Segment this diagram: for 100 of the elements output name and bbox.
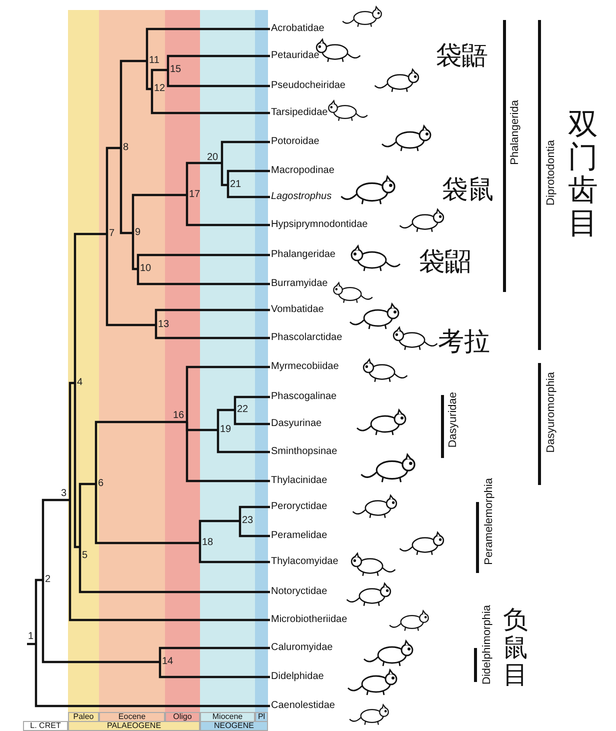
clade-name: Didelphimorphia (481, 605, 493, 684)
node-number: 10 (140, 263, 152, 274)
tree-branch (216, 408, 235, 430)
taxon-label: Thylacinidae (271, 475, 328, 487)
tree-branch (154, 325, 270, 340)
taxon-label: Phalangeridae (271, 249, 336, 261)
chinese-name: 袋鼠 (442, 176, 494, 205)
taxon-label: Burramyidae (271, 278, 328, 290)
node-number: 7 (109, 228, 115, 239)
time-scale-cell: Oligo (165, 712, 200, 722)
tree-branch (158, 646, 270, 662)
taxon-label: Sminthopsinae (271, 446, 338, 458)
node-number: 4 (77, 377, 83, 388)
taxon-label: Notoryctidae (271, 586, 328, 598)
node-number: 22 (237, 404, 248, 415)
tree-branch (150, 68, 168, 89)
taxon-label: Peroryctidae (271, 501, 328, 513)
tree-branch (186, 195, 270, 226)
node-number: 23 (242, 515, 254, 526)
tree-branch (78, 547, 270, 594)
tree-branch (234, 410, 270, 426)
tree-branch (78, 482, 96, 547)
taxon-label: Acrobatidae (271, 23, 324, 35)
chinese-order-name: 负鼠目 (503, 606, 528, 688)
node-number: 6 (98, 478, 104, 489)
tree-branch (136, 269, 270, 286)
node-number: 17 (189, 189, 200, 200)
tree-branch (106, 146, 121, 234)
clade-name: Dasyuromorphia (545, 372, 557, 453)
time-scale-cell: Pl (255, 712, 268, 722)
node-number: 15 (170, 64, 182, 75)
chinese-name: 袋鼯 (436, 42, 488, 71)
node-number: 14 (162, 656, 174, 667)
node-number: 20 (207, 152, 218, 163)
tree-branch (132, 194, 187, 233)
taxon-label: Tarsipedidae (271, 107, 328, 119)
tree-branch (186, 422, 270, 482)
tree-branch (186, 162, 222, 195)
tree-branch (106, 234, 156, 326)
tree-branch (234, 396, 270, 410)
time-scale-cell: NEOGENE (200, 721, 268, 731)
tree-branch (94, 420, 187, 484)
tree-branch (42, 580, 160, 664)
node-number: 2 (45, 574, 51, 585)
tree-branch (34, 578, 43, 644)
tree-branch (74, 232, 107, 383)
taxon-label: Caenolestidae (271, 700, 335, 712)
node-number: 1 (28, 631, 34, 642)
tree-branch (186, 366, 270, 422)
clade-name: Dasyuridae (447, 392, 459, 448)
tree-branch (120, 148, 133, 234)
node-number: 3 (61, 488, 67, 499)
node-number: 5 (82, 550, 88, 561)
time-scale-cell: L. CRET (23, 721, 68, 731)
tree-branch (74, 383, 80, 548)
time-scale-cell: Eocene (99, 712, 165, 722)
taxon-label: Peramelidae (271, 530, 328, 542)
tree-branch (146, 61, 152, 90)
chinese-order-name: 双门齿目 (568, 108, 598, 240)
time-scale-cell: Paleo (68, 712, 99, 722)
taxon-label: Pseudocheiridae (271, 80, 346, 92)
tree-branch (146, 28, 270, 61)
taxon-label: Caluromyidae (271, 642, 333, 654)
clade-name: Diprotodontia (545, 140, 557, 206)
taxon-label: Phascogalinae (271, 391, 337, 403)
taxon-label: Macropodinae (271, 165, 334, 177)
node-number: 9 (135, 227, 141, 238)
taxon-label: Microbiotheriidae (271, 614, 348, 626)
taxon-label: Hypsiprymnodontidae (271, 219, 368, 231)
chinese-name: 考拉 (438, 328, 490, 357)
time-scale-cell: PALAEOGENE (68, 721, 200, 731)
tree-branch (166, 70, 270, 88)
clade-name: Peramelemorphia (483, 478, 495, 565)
taxon-label: Thylacomyidae (271, 556, 338, 568)
taxon-label: Vombatidae (271, 304, 324, 316)
tree-branch (220, 140, 270, 163)
node-number: 21 (230, 179, 242, 190)
node-number: 19 (220, 424, 232, 435)
taxon-label: Myrmecobiidae (271, 361, 339, 373)
tree-branch (166, 54, 270, 70)
tree-branch (34, 644, 270, 708)
tree-branch (238, 506, 270, 521)
tree-branch (226, 185, 270, 198)
tree-branch (68, 500, 270, 622)
tree-branch (158, 662, 270, 678)
tree-branch (154, 308, 270, 325)
taxon-label: Petauridae (271, 50, 320, 62)
tree-branch (226, 170, 270, 185)
tree-branch (198, 520, 240, 543)
time-scale-cell: Miocene (200, 712, 255, 722)
tree-branch (238, 521, 270, 538)
node-number: 13 (158, 319, 170, 330)
node-number: 18 (202, 537, 214, 548)
node-number: 11 (149, 55, 160, 66)
chinese-name: 袋鼦 (419, 248, 471, 277)
taxon-label: Dasyurinae (271, 418, 322, 430)
tree-branch (42, 498, 70, 580)
tree-branch (136, 254, 270, 269)
node-number: 12 (154, 83, 166, 94)
tree-branch (27, 642, 36, 646)
